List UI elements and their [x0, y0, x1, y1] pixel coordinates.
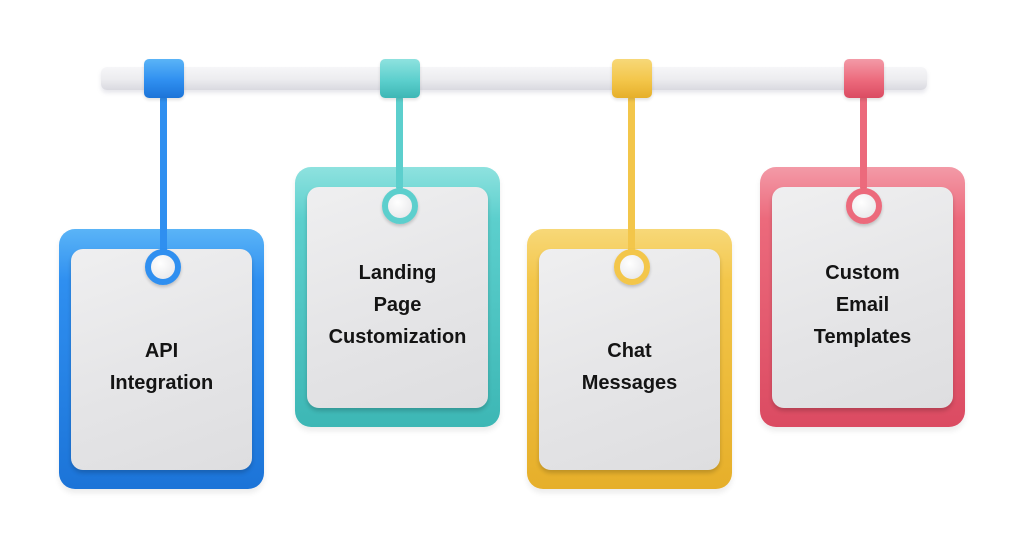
tag-label-line: Landing	[358, 261, 437, 284]
tag-label-line: Email	[835, 293, 890, 316]
tag-clip-landing	[380, 59, 420, 98]
tag-label-landing: Landing Page Customization	[329, 243, 467, 353]
tag-label-email: Custom Email Templates	[814, 243, 911, 353]
tag-card-face-chat: Chat Messages	[539, 249, 720, 470]
tag-string-landing	[396, 96, 403, 190]
tag-ring-icon-chat	[614, 249, 650, 285]
tag-label-line: Chat	[607, 339, 652, 362]
tag-label-line: Integration	[109, 371, 214, 394]
tag-label-line: Templates	[813, 325, 912, 348]
hanging-rod	[101, 67, 927, 90]
tag-ring-icon-landing	[382, 188, 418, 224]
tag-label-line: API	[144, 339, 179, 362]
tag-label-api: API Integration	[110, 321, 213, 399]
tag-card-face-api: API Integration	[71, 249, 252, 470]
tag-string-email	[860, 96, 867, 190]
tag-label-line: Customization	[328, 325, 467, 348]
tag-string-chat	[628, 96, 635, 252]
tag-label-chat: Chat Messages	[582, 321, 678, 399]
tag-clip-chat	[612, 59, 652, 98]
tag-clip-api	[144, 59, 184, 98]
tag-clip-email	[844, 59, 884, 98]
tag-label-line: Page	[373, 293, 422, 316]
tag-label-line: Custom	[825, 261, 900, 284]
tag-ring-icon-email	[846, 188, 882, 224]
tag-label-line: Messages	[581, 371, 678, 394]
tag-string-api	[160, 96, 167, 252]
tag-ring-icon-api	[145, 249, 181, 285]
